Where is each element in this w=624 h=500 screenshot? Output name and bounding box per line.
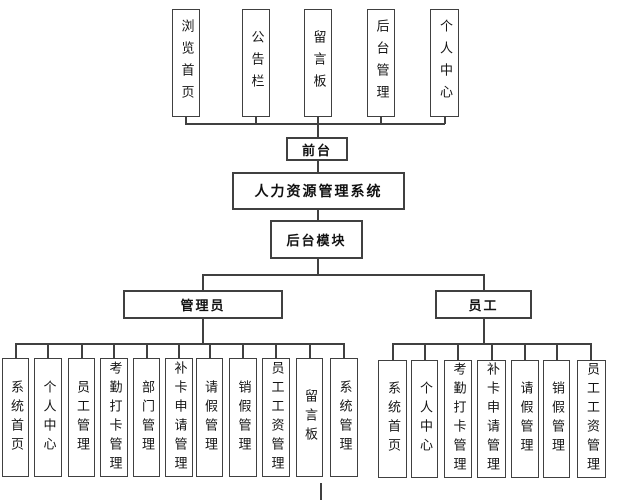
admin-module-label: 销假管理: [235, 379, 251, 456]
connector-line: [113, 343, 115, 358]
employee-module-label: 个人中心: [417, 381, 432, 457]
connector-line: [317, 210, 319, 220]
connector-line: [317, 259, 319, 275]
connector-line: [202, 274, 204, 290]
backend-module-node: 后台模块: [270, 220, 363, 259]
connector-line: [320, 483, 322, 500]
connector-line: [146, 343, 148, 358]
admin-module-label: 留言板: [302, 389, 317, 446]
admin-module-label: 请假管理: [202, 379, 217, 456]
connector-line: [491, 343, 493, 360]
admin-module-box: 系统首页: [2, 358, 29, 477]
connector-line: [275, 343, 277, 358]
connector-line: [380, 116, 382, 124]
connector-line: [202, 319, 204, 343]
employee-module-label: 补卡申请管理: [484, 362, 499, 476]
employee-module-label: 系统首页: [385, 381, 400, 457]
admin-module-box: 补卡申请管理: [165, 358, 193, 477]
system-root-node: 人力资源管理系统: [232, 172, 405, 210]
admin-module-label: 员工管理: [74, 379, 89, 456]
connector-line: [185, 116, 187, 124]
connector-line: [309, 343, 311, 358]
system-root-label: 人力资源管理系统: [254, 184, 383, 200]
front-module-label: 浏览首页: [178, 19, 194, 107]
front-module-box: 留言板: [304, 9, 332, 117]
employee-module-box: 考勤打卡管理: [444, 360, 472, 478]
connector-line: [590, 343, 592, 360]
connector-line: [317, 123, 319, 137]
front-module-label: 后台管理: [373, 19, 389, 107]
admin-module-box: 部门管理: [133, 358, 160, 477]
admin-role-label: 管理员: [180, 299, 226, 314]
employee-module-box: 补卡申请管理: [477, 360, 506, 478]
front-module-box: 浏览首页: [172, 9, 200, 117]
employee-module-box: 个人中心: [411, 360, 438, 478]
connector-line: [15, 343, 345, 345]
admin-module-label: 部门管理: [139, 379, 154, 456]
connector-line: [81, 343, 83, 358]
front-node: 前台: [286, 137, 348, 161]
connector-line: [209, 343, 211, 358]
front-module-box: 公告栏: [242, 9, 270, 117]
connector-line: [178, 343, 180, 358]
connector-line: [483, 274, 485, 290]
admin-module-box: 请假管理: [196, 358, 223, 477]
connector-line: [457, 343, 459, 360]
employee-role-node: 员工: [435, 290, 532, 319]
employee-role-label: 员工: [468, 299, 499, 314]
backend-module-label: 后台模块: [286, 234, 347, 249]
connector-line: [47, 343, 49, 358]
employee-module-box: 请假管理: [511, 360, 539, 478]
connector-line: [317, 161, 319, 172]
admin-module-box: 考勤打卡管理: [100, 358, 128, 477]
admin-module-box: 员工工资管理: [262, 358, 290, 477]
admin-module-box: 个人中心: [34, 358, 62, 477]
connector-line: [392, 343, 394, 360]
employee-module-label: 员工工资管理: [584, 362, 599, 476]
front-module-box: 个人中心: [430, 9, 459, 117]
employee-module-label: 销假管理: [549, 381, 564, 457]
connector-line: [483, 319, 485, 343]
connector-line: [444, 116, 446, 124]
employee-module-label: 请假管理: [517, 381, 533, 457]
admin-module-box: 员工管理: [68, 358, 95, 477]
admin-module-box: 系统管理: [330, 358, 358, 477]
admin-module-label: 个人中心: [40, 379, 56, 456]
connector-line: [242, 343, 244, 358]
connector-line: [317, 116, 319, 124]
connector-line: [424, 343, 426, 360]
connector-line: [343, 343, 345, 358]
employee-module-box: 销假管理: [543, 360, 570, 478]
admin-module-box: 销假管理: [229, 358, 257, 477]
front-module-box: 后台管理: [367, 9, 395, 117]
connector-line: [185, 123, 445, 125]
connector-line: [15, 343, 17, 358]
front-module-label: 个人中心: [437, 19, 452, 107]
front-node-label: 前台: [301, 143, 332, 159]
admin-module-label: 系统首页: [8, 379, 23, 456]
connector-line: [255, 116, 257, 124]
admin-module-label: 考勤打卡管理: [106, 360, 122, 475]
connector-line: [556, 343, 558, 360]
admin-role-node: 管理员: [123, 290, 283, 319]
connector-line: [524, 343, 526, 360]
employee-module-box: 员工工资管理: [577, 360, 606, 478]
employee-module-label: 考勤打卡管理: [450, 362, 466, 476]
employee-module-box: 系统首页: [378, 360, 407, 478]
admin-module-label: 系统管理: [336, 379, 352, 456]
admin-module-box: 留言板: [296, 358, 323, 477]
admin-module-label: 员工工资管理: [268, 360, 284, 475]
connector-line: [202, 274, 484, 276]
front-module-label: 留言板: [310, 30, 326, 96]
front-module-label: 公告栏: [248, 30, 264, 96]
admin-module-label: 补卡申请管理: [171, 360, 187, 475]
